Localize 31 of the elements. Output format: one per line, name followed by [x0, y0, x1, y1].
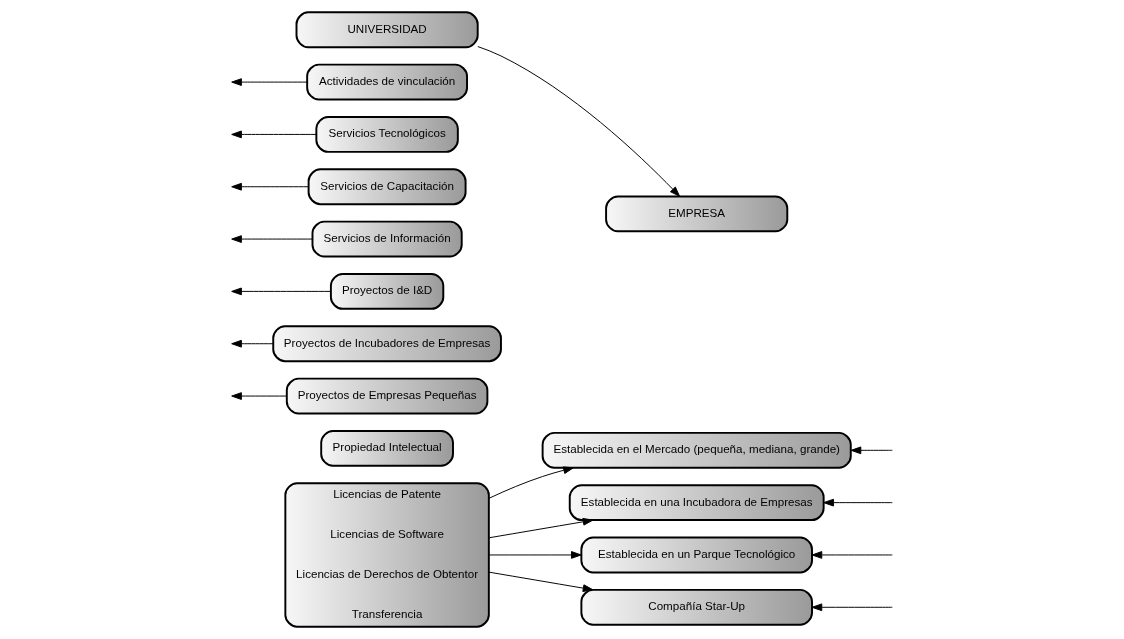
node-box: Servicios Tecnológicos — [315, 116, 459, 153]
arrow — [231, 130, 317, 139]
arrow — [488, 571, 594, 592]
arrow — [488, 466, 574, 499]
node-box: Proyectos de I&D — [329, 273, 445, 310]
node-box: Propiedad Intelectual — [320, 429, 454, 467]
node-box: EMPRESA — [605, 195, 789, 233]
arrow — [231, 78, 308, 86]
arrow — [488, 517, 594, 539]
arrow — [850, 446, 893, 455]
arrow — [231, 182, 309, 191]
node-box: UNIVERSIDAD — [295, 11, 479, 49]
arrow — [231, 287, 332, 296]
arrow — [823, 498, 893, 507]
node-box: Establecida en un Parque Tecnológico — [580, 536, 813, 574]
node-box: Proyectos de Empresas Pequeñas — [285, 377, 489, 415]
arrow — [477, 46, 681, 197]
arrow — [231, 339, 274, 348]
arrow — [811, 551, 893, 559]
arrow — [231, 235, 313, 243]
node-box: Compañía Star-Up — [580, 588, 813, 626]
node-box: Proyectos de Incubadores de Empresas — [272, 325, 502, 363]
node-box: Establecida en el Mercado (pequeña, mediana, grande) — [541, 431, 852, 469]
arrow — [811, 603, 893, 612]
node-box: Servicios de Capacitación — [307, 168, 467, 206]
node-box: Establecida en una Incubadora de Empresas — [568, 484, 825, 522]
node-box: Servicios de Información — [311, 220, 463, 258]
arrow — [488, 551, 582, 559]
node-box: Licencias de Patente Licencias de Software Licencias de Derechos de Obtentor Transferencia — [284, 482, 490, 628]
arrow — [231, 392, 287, 400]
node-box: Actividades de vinculación — [306, 63, 468, 101]
